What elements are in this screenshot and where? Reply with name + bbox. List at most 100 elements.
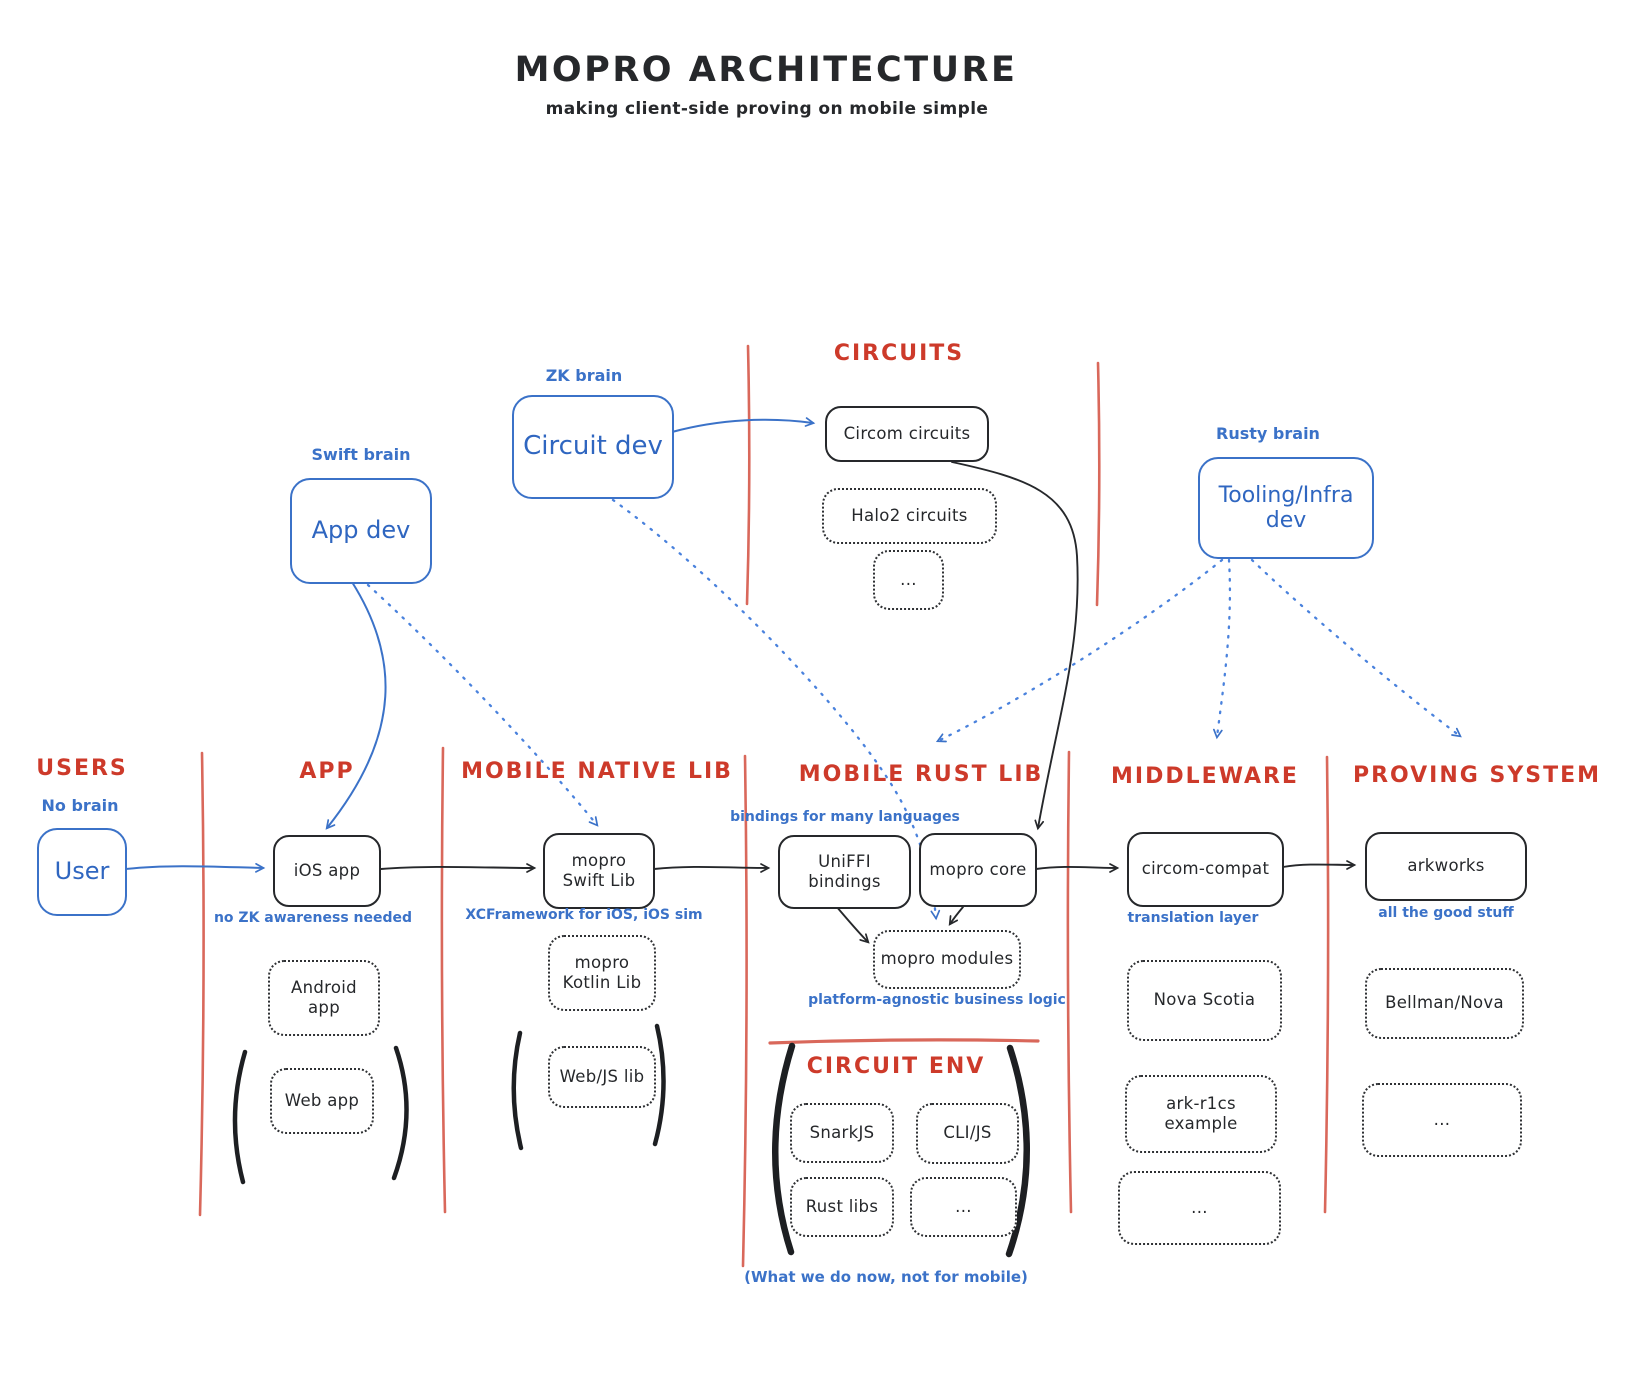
circom-circuits-box: Circom circuits [825,406,989,462]
divider-middleware-proving [1323,755,1330,1214]
snarkjs-label: SnarkJS [809,1122,875,1142]
dotted-tooling-to-middleware [1213,558,1232,740]
arrow-compat-to-arkworks [1282,860,1357,870]
arkworks-box: arkworks [1365,832,1527,901]
line-circuitenv-top [768,1038,1040,1045]
app-dev-box: App dev [290,478,432,584]
mopro-swift-lib-label: mopro Swift Lib [562,850,636,890]
note-no-zk-awareness: no ZK awareness needed [213,910,413,926]
heading-mobile-rust-lib: MOBILE RUST LIB [798,762,1044,787]
heading-app: APP [299,759,355,784]
user-label: User [54,857,110,886]
ios-app-label: iOS app [293,860,361,880]
mopro-swift-lib-box: mopro Swift Lib [543,833,655,909]
tag-rusty-brain: Rusty brain [1216,424,1320,443]
note-translation-layer: translation layer [1127,910,1259,926]
halo2-circuits-box: Halo2 circuits [822,488,997,544]
circuit-env-more-label: ... [955,1196,972,1216]
tag-no-brain: No brain [41,796,119,815]
arrow-circuitdev-to-circom [671,417,816,433]
android-app-box: Android app [268,960,380,1036]
arrow-swiftlib-to-uniffi [653,863,771,873]
circuit-env-more-box: ... [910,1177,1017,1237]
paren-webapp-left [232,1049,248,1185]
circom-compat-box: circom-compat [1127,832,1284,907]
divider-users-app [198,751,205,1217]
heading-middleware: MIDDLEWARE [1111,764,1299,789]
arkworks-label: arkworks [1407,856,1485,876]
arrow-circom-to-core [951,461,1079,831]
ark-r1cs-example-label: ark-r1cs example [1164,1093,1238,1133]
mopro-core-label: mopro core [929,859,1027,879]
cli-js-box: CLI/JS [916,1103,1019,1164]
android-app-label: Android app [291,977,357,1017]
mopro-kotlin-lib-label: mopro Kotlin Lib [562,952,642,992]
web-app-box: Web app [270,1068,374,1134]
ark-r1cs-example-box: ark-r1cs example [1125,1075,1277,1153]
halo2-circuits-label: Halo2 circuits [851,505,968,525]
divider-circuits-left [745,344,751,606]
app-dev-label: App dev [311,516,411,545]
mopro-core-box: mopro core [919,833,1037,907]
middleware-more-box: ... [1118,1171,1281,1245]
heading-proving-system: PROVING SYSTEM [1352,763,1602,788]
tooling-infra-dev-box: Tooling/Infra dev [1198,457,1374,559]
divider-nativelib-rustlib [741,754,748,1268]
proving-more-box: ... [1362,1083,1522,1157]
note-xcframework: XCFramework for iOS, iOS sim [465,907,703,923]
page-subtitle: making client-side proving on mobile sim… [545,99,989,119]
divider-circuits-right [1095,361,1101,607]
mopro-modules-label: mopro modules [880,949,1014,969]
arrow-core-to-compat [1035,863,1120,873]
nova-scotia-label: Nova Scotia [1153,990,1256,1010]
user-box: User [37,828,127,916]
heading-circuits: CIRCUITS [833,341,965,366]
tag-swift-brain: Swift brain [311,445,411,464]
page-title: MOPRO ARCHITECTURE [514,50,1018,90]
note-all-the-good-stuff: all the good stuff [1378,905,1514,921]
mopro-modules-box: mopro modules [873,930,1021,989]
bellman-nova-box: Bellman/Nova [1365,968,1524,1039]
heading-circuit-env: CIRCUIT ENV [806,1054,986,1079]
uniffi-bindings-box: UniFFI bindings [778,835,911,909]
rust-libs-label: Rust libs [805,1196,879,1216]
tag-zk-brain: ZK brain [545,366,623,385]
circuits-more-box: ... [873,550,944,610]
dotted-tooling-to-rustlib [935,558,1224,743]
bellman-nova-label: Bellman/Nova [1385,993,1504,1013]
circom-circuits-label: Circom circuits [843,423,971,443]
dotted-tooling-to-proving [1250,558,1462,738]
circom-compat-label: circom-compat [1141,859,1270,879]
dotted-appdev-to-swiftlib [366,583,599,827]
tooling-infra-dev-label: Tooling/Infra dev [1218,482,1354,533]
snarkjs-box: SnarkJS [790,1103,894,1163]
note-what-we-do-now: (What we do now, not for mobile) [744,1268,1028,1286]
cli-js-label: CLI/JS [943,1123,992,1143]
arrow-core-to-modules [948,906,964,926]
note-platform-agnostic: platform-agnostic business logic [808,992,1066,1008]
divider-app-nativelib [440,746,447,1214]
proving-more-label: ... [1433,1109,1451,1129]
ios-app-box: iOS app [273,835,381,907]
paren-webapp-right [391,1045,409,1181]
paren-webjs-left [511,1030,524,1151]
mopro-kotlin-lib-box: mopro Kotlin Lib [548,935,656,1011]
web-js-lib-label: Web/JS lib [559,1066,645,1086]
arrow-user-to-ios [125,862,266,873]
paren-circuitenv-right [1005,1044,1030,1258]
paren-webjs-right [652,1023,666,1147]
nova-scotia-box: Nova Scotia [1127,960,1282,1041]
circuits-more-label: ... [900,569,917,589]
arrow-ios-to-swiftlib [380,863,537,873]
divider-rustlib-middleware [1066,750,1073,1214]
circuit-dev-label: Circuit dev [523,431,663,462]
paren-circuitenv-left [772,1042,796,1256]
uniffi-bindings-label: UniFFI bindings [808,851,881,891]
web-js-lib-box: Web/JS lib [548,1046,656,1108]
arrow-appdev-to-ios [325,581,387,830]
note-bindings-languages: bindings for many languages [730,809,960,825]
arrow-uniffi-to-modules [835,905,870,944]
heading-users: USERS [36,756,128,781]
